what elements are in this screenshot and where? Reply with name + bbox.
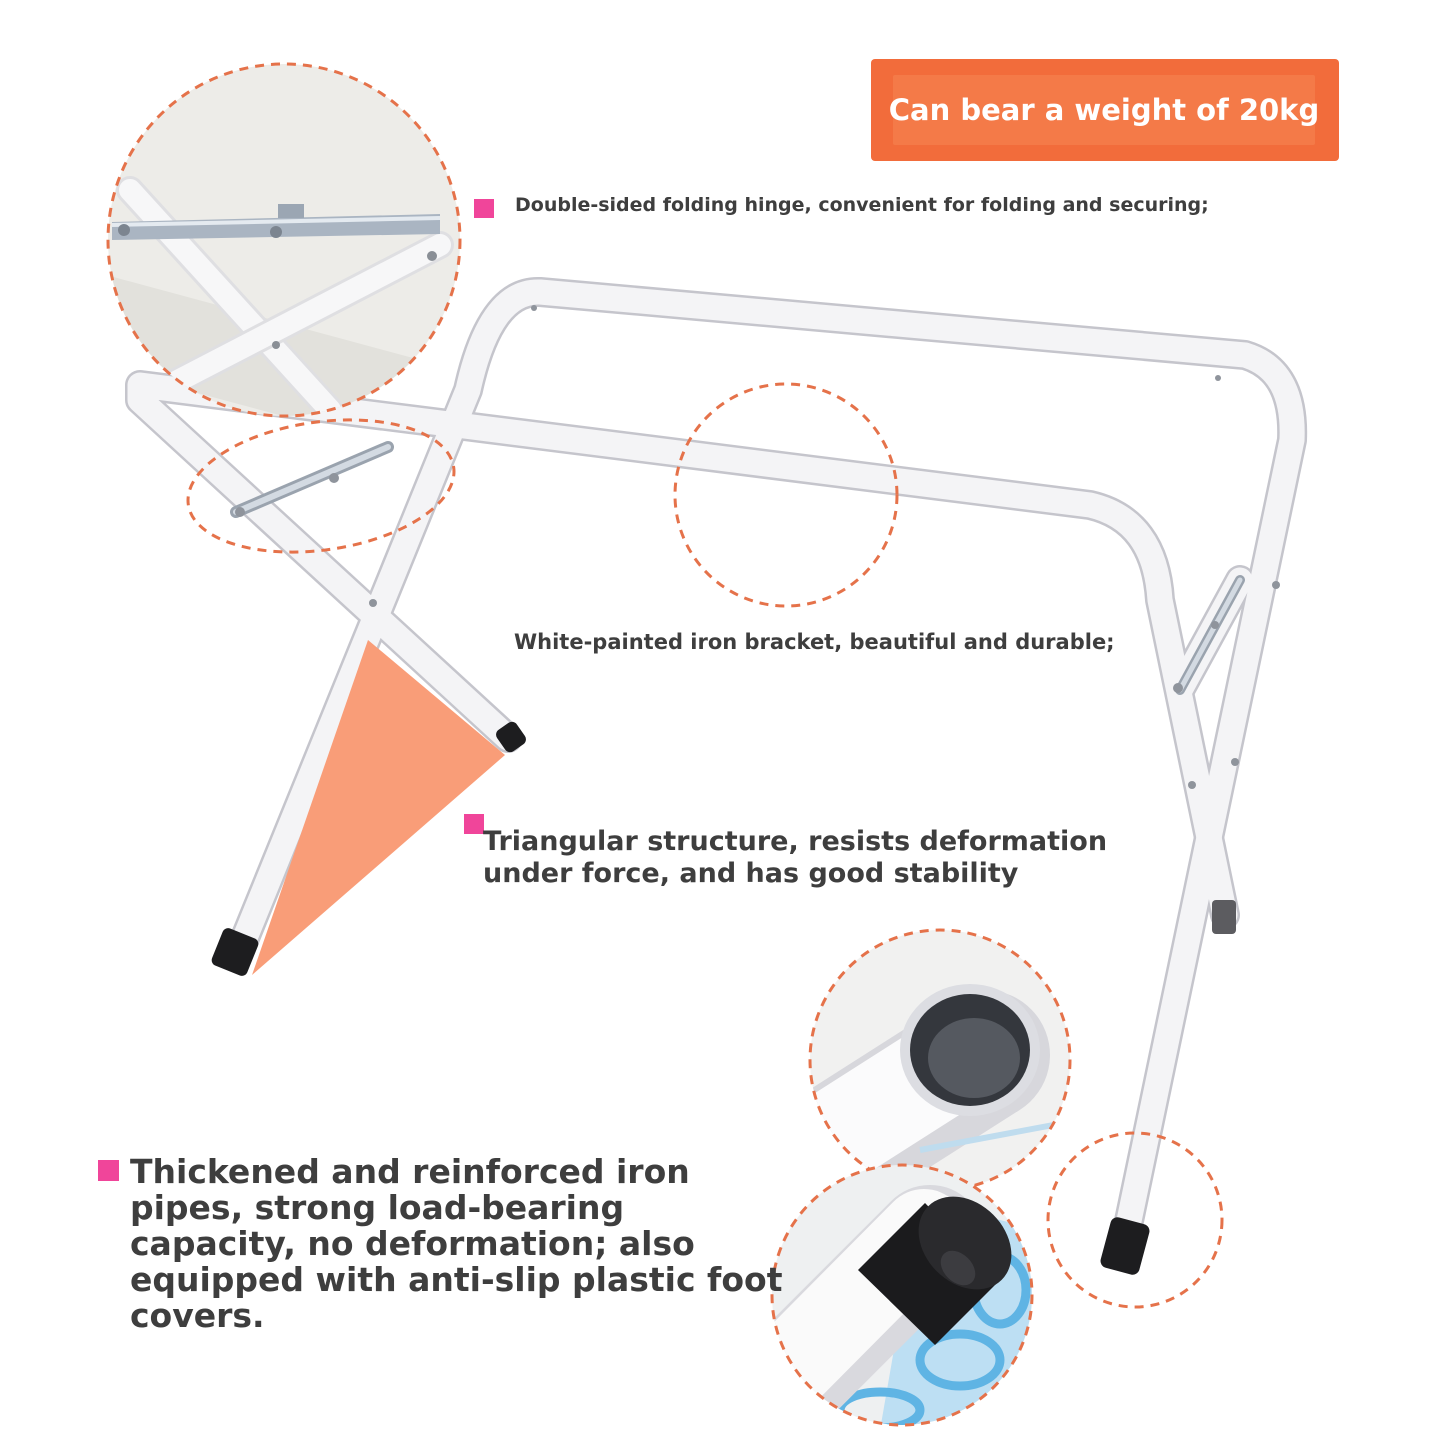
- stand-frame: [125, 277, 1308, 1255]
- tube-closeup: [808, 928, 1072, 1192]
- hinge-bullet-icon: [474, 199, 494, 218]
- frame-rivets: [235, 305, 1280, 789]
- pipe-caption: Thickened and reinforced iron pipes, str…: [130, 1152, 783, 1335]
- weight-badge-inner: Can bear a weight of 20kg: [889, 75, 1319, 145]
- hinge-caption: Double-sided folding hinge, convenient f…: [515, 194, 1209, 216]
- paint-caption: White-painted iron bracket, beautiful an…: [514, 630, 1115, 654]
- foot-highlight-ring: [1046, 1131, 1224, 1309]
- foot-closeup: [770, 1163, 1034, 1427]
- triangle-highlight: [252, 640, 505, 975]
- weight-badge: Can bear a weight of 20kg: [871, 59, 1339, 161]
- triangle-caption: Triangular structure, resists deformatio…: [483, 826, 1108, 889]
- pipe-bullet-icon: [98, 1160, 119, 1181]
- foot-covers: [211, 721, 1236, 1275]
- triangle-bullet-icon: [464, 814, 484, 834]
- bar-highlight-ring: [673, 382, 899, 608]
- hinge-highlight-ring: [186, 418, 456, 554]
- weight-badge-text: Can bear a weight of 20kg: [888, 93, 1320, 127]
